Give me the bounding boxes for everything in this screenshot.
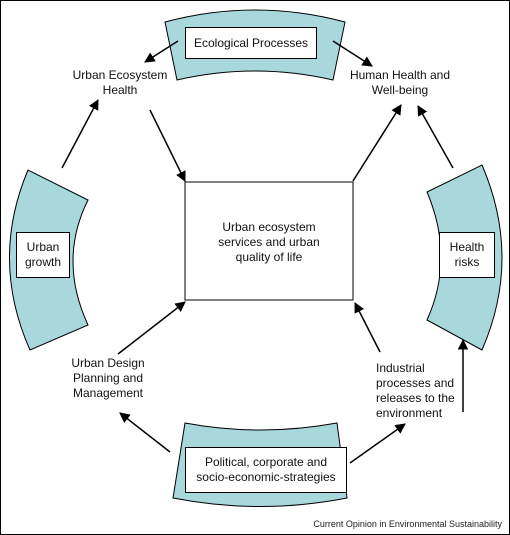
arrow-ueh-to-center (149, 109, 186, 182)
band-top-label: Ecological Processes (185, 27, 317, 59)
node-urban-ecosystem-health: Urban Ecosystem Health (72, 68, 168, 97)
arrow-political-to-industrial (349, 423, 406, 464)
arrow-ecological-to-human-health (332, 40, 373, 67)
band-right-label: Health risks (439, 232, 495, 278)
node-industrial: Industrial processes and releases to the… (376, 361, 455, 420)
arrow-industrial-to-center (354, 302, 381, 353)
node-urban-design: Urban Design Planning and Management (71, 356, 145, 400)
arrow-political-to-design (119, 412, 171, 453)
arrow-design-to-center (117, 301, 186, 355)
arrow-growth-to-ueh (61, 99, 99, 169)
arrow-ecological-to-ueh (144, 40, 179, 63)
node-human-health: Human Health and Well-being (349, 68, 451, 97)
center-box-frame (184, 181, 354, 301)
band-bottom-label: Political, corporate and socio-economic-… (185, 447, 347, 493)
center-box-text: Urban ecosystem services and urban quali… (218, 220, 320, 264)
arrow-risks-to-human-health (417, 105, 454, 169)
credit-text: Current Opinion in Environmental Sustain… (313, 519, 502, 529)
band-left-label: Urban growth (16, 232, 70, 278)
arrow-center-to-human-health (352, 104, 402, 182)
